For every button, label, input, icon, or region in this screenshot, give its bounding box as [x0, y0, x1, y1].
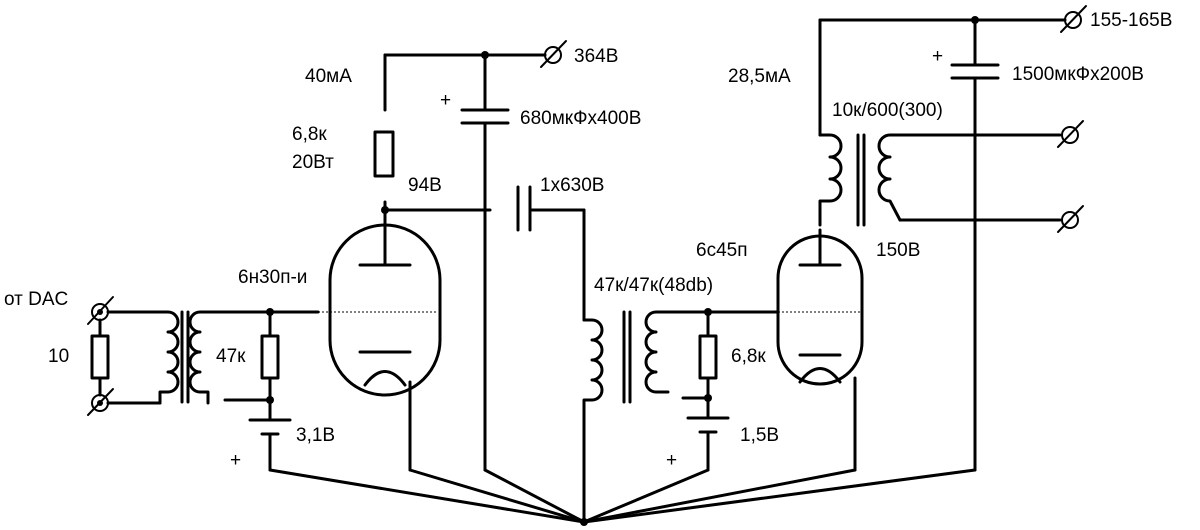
label-plus-3: +	[666, 450, 677, 471]
ground-star	[268, 468, 977, 526]
label-tube1-plate-resistor-power: 20Вт	[292, 152, 334, 173]
input-section	[87, 296, 320, 472]
label-tube2-bias: 1,5В	[740, 425, 779, 446]
tube2-grid-resistor	[698, 334, 718, 380]
label-plus-2: +	[440, 90, 451, 111]
label-lv-supply: 155-165В	[1090, 10, 1172, 31]
label-plus-1: +	[230, 450, 241, 471]
label-output-transformer: 10к/600(300)	[832, 100, 943, 121]
tube1-bias-battery	[248, 398, 292, 472]
interstage-transformer	[582, 310, 670, 472]
tube1-plate-circuit	[373, 53, 586, 322]
label-input-source: от DAC	[4, 289, 68, 310]
coupling-capacitor	[516, 185, 532, 232]
label-tube1-bias: 3,1В	[296, 425, 335, 446]
tube1-plate-resistor	[373, 130, 395, 178]
label-hv-supply: 364В	[574, 46, 618, 67]
label-input-resistor: 10	[48, 346, 69, 367]
label-plus-4: +	[932, 46, 943, 67]
label-interstage-transformer: 47к/47к(48db)	[594, 275, 713, 296]
input-resistor	[90, 334, 110, 380]
input-transformer	[158, 310, 210, 405]
output-terminal-bottom	[1057, 205, 1084, 233]
label-tube1-plate-voltage: 94В	[408, 175, 442, 196]
tube2	[770, 228, 864, 472]
output-terminal-top	[1057, 120, 1084, 148]
tube2-bias-battery	[686, 396, 730, 472]
lv-supply	[818, 5, 1087, 472]
hv-supply	[460, 40, 567, 472]
label-coupling-cap: 1х630В	[540, 175, 604, 196]
label-tube1-plate-resistor-value: 6,8к	[292, 124, 327, 145]
input-load-resistor	[260, 334, 280, 380]
output-transformer	[818, 18, 1084, 233]
label-tube2-plate-voltage: 150В	[876, 240, 920, 261]
label-tube1-current: 40мА	[305, 66, 352, 87]
label-tube2-grid-resistor: 6,8к	[731, 346, 766, 367]
label-tube2-current: 28,5мА	[728, 66, 791, 87]
label-lv-capacitor: 1500мкФх200В	[1012, 64, 1144, 85]
label-hv-capacitor: 680мкФх400В	[520, 108, 641, 129]
tube2-grid-circuit	[666, 308, 780, 472]
label-input-load: 47к	[216, 346, 246, 367]
tube1	[318, 223, 442, 472]
label-tube2: 6с45п	[696, 240, 748, 261]
label-tube1: 6н30п-и	[238, 267, 307, 288]
